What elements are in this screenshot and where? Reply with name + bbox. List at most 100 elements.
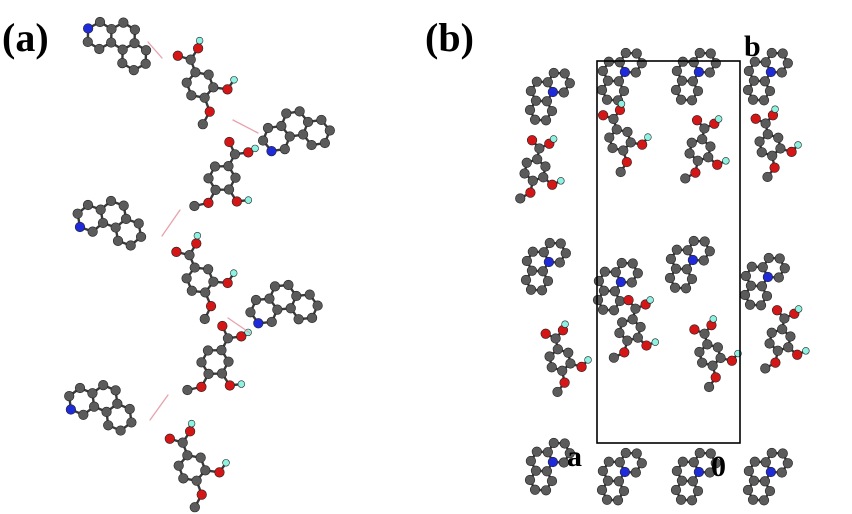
carbon-atom xyxy=(173,460,184,471)
carbon-atom xyxy=(527,175,538,186)
oxygen-atom xyxy=(576,361,587,372)
carbon-atom xyxy=(182,384,193,396)
carbon-atom xyxy=(199,313,210,325)
carbon-atom xyxy=(185,54,196,65)
carbon-atom xyxy=(257,135,269,146)
oxygen-atom xyxy=(710,372,721,383)
carbon-atom xyxy=(694,346,705,358)
carbon-atom xyxy=(692,155,703,166)
carbon-atom xyxy=(306,139,317,151)
carbon-atom xyxy=(613,76,625,87)
carbon-atom xyxy=(670,484,682,496)
hydrogen-atom xyxy=(549,135,558,143)
carbon-atom xyxy=(601,94,613,105)
carbon-atom xyxy=(203,368,214,379)
carbon-atom xyxy=(294,106,305,117)
carbon-atom xyxy=(97,217,109,229)
carbon-atom xyxy=(324,125,335,136)
carbon-atom xyxy=(630,67,641,78)
carbon-atom xyxy=(742,84,754,96)
hydrogen-atom xyxy=(230,76,238,84)
oxygen-atom xyxy=(690,167,701,178)
oxygen-atom xyxy=(770,357,781,368)
carbon-atom xyxy=(636,458,647,469)
carbon-atom xyxy=(106,23,117,35)
carbon-atom xyxy=(626,277,637,288)
panel-a-hydrogen-bonded-chain xyxy=(64,16,335,513)
carbon-atom xyxy=(82,36,93,48)
hydrogen-atom xyxy=(646,296,654,304)
hydrogen-atom xyxy=(222,459,230,467)
carbon-atom xyxy=(630,467,641,478)
carbon-atom xyxy=(552,386,563,398)
oxygen-atom xyxy=(196,381,207,392)
carbon-atom xyxy=(704,67,715,78)
oxygen-atom xyxy=(712,159,723,170)
carbon-atom xyxy=(682,245,693,256)
carbon-atom xyxy=(223,184,235,195)
carbon-atom xyxy=(538,172,549,183)
oxygen-atom xyxy=(525,187,536,198)
carbon-atom xyxy=(761,290,773,302)
carbon-atom xyxy=(614,457,625,468)
carbon-atom xyxy=(110,222,121,233)
carbon-atom xyxy=(564,78,575,89)
carbon-atom xyxy=(622,126,633,138)
hydrogen-atom xyxy=(561,320,569,328)
carbon-atom xyxy=(191,475,202,486)
hydrogen-bond xyxy=(149,394,169,421)
carbon-atom xyxy=(620,47,631,59)
carbon-atom xyxy=(520,274,532,286)
axis-label-b: b xyxy=(744,30,761,63)
carbon-atom xyxy=(199,92,210,103)
carbon-atom xyxy=(612,495,624,506)
carbon-atom xyxy=(115,425,126,436)
carbon-atom xyxy=(622,335,633,346)
carbon-atom xyxy=(604,132,615,143)
carbon-atom xyxy=(525,284,537,295)
carbon-atom xyxy=(692,85,704,97)
nitrogen-atom xyxy=(687,254,698,266)
carbon-atom xyxy=(186,90,197,101)
carbon-atom xyxy=(755,300,767,311)
carbon-atom xyxy=(715,352,726,364)
hydrogen-atom xyxy=(617,100,626,108)
carbon-atom xyxy=(608,305,620,316)
hydrogen-atom xyxy=(794,305,803,313)
carbon-atom xyxy=(524,474,536,486)
carbon-atom xyxy=(703,381,715,393)
carbon-atom xyxy=(773,272,784,283)
carbon-atom xyxy=(541,96,553,107)
carbon-atom xyxy=(740,270,751,282)
hydrogen-atom xyxy=(195,36,204,45)
carbon-atom xyxy=(125,240,136,251)
carbon-atom xyxy=(196,357,207,368)
carbon-atom xyxy=(636,58,647,69)
carbon-atom xyxy=(697,134,708,145)
carbon-atom xyxy=(546,475,558,487)
carbon-atom xyxy=(98,380,109,391)
carbon-atom xyxy=(684,148,695,159)
carbon-atom xyxy=(110,385,121,396)
oxygen-atom xyxy=(205,301,217,312)
carbon-atom xyxy=(546,105,558,117)
oxygen-atom xyxy=(792,349,803,360)
oxygen-atom xyxy=(185,426,196,437)
carbon-atom xyxy=(766,47,777,59)
carbon-atom xyxy=(118,200,129,211)
hydrogen-atom xyxy=(644,133,652,141)
carbon-atom xyxy=(200,287,211,298)
carbon-atom xyxy=(181,77,192,88)
nitrogen-atom xyxy=(547,456,558,468)
carbon-atom xyxy=(614,57,625,68)
carbon-atom xyxy=(763,252,774,264)
carbon-atom xyxy=(776,467,787,478)
carbon-atom xyxy=(106,37,117,48)
carbon-atom xyxy=(759,476,771,487)
carbon-atom xyxy=(94,16,106,28)
carbon-atom xyxy=(618,145,629,156)
carbon-atom xyxy=(548,67,559,79)
nitrogen-atom xyxy=(65,404,76,415)
carbon-atom xyxy=(281,108,292,119)
oxygen-atom xyxy=(540,328,551,339)
